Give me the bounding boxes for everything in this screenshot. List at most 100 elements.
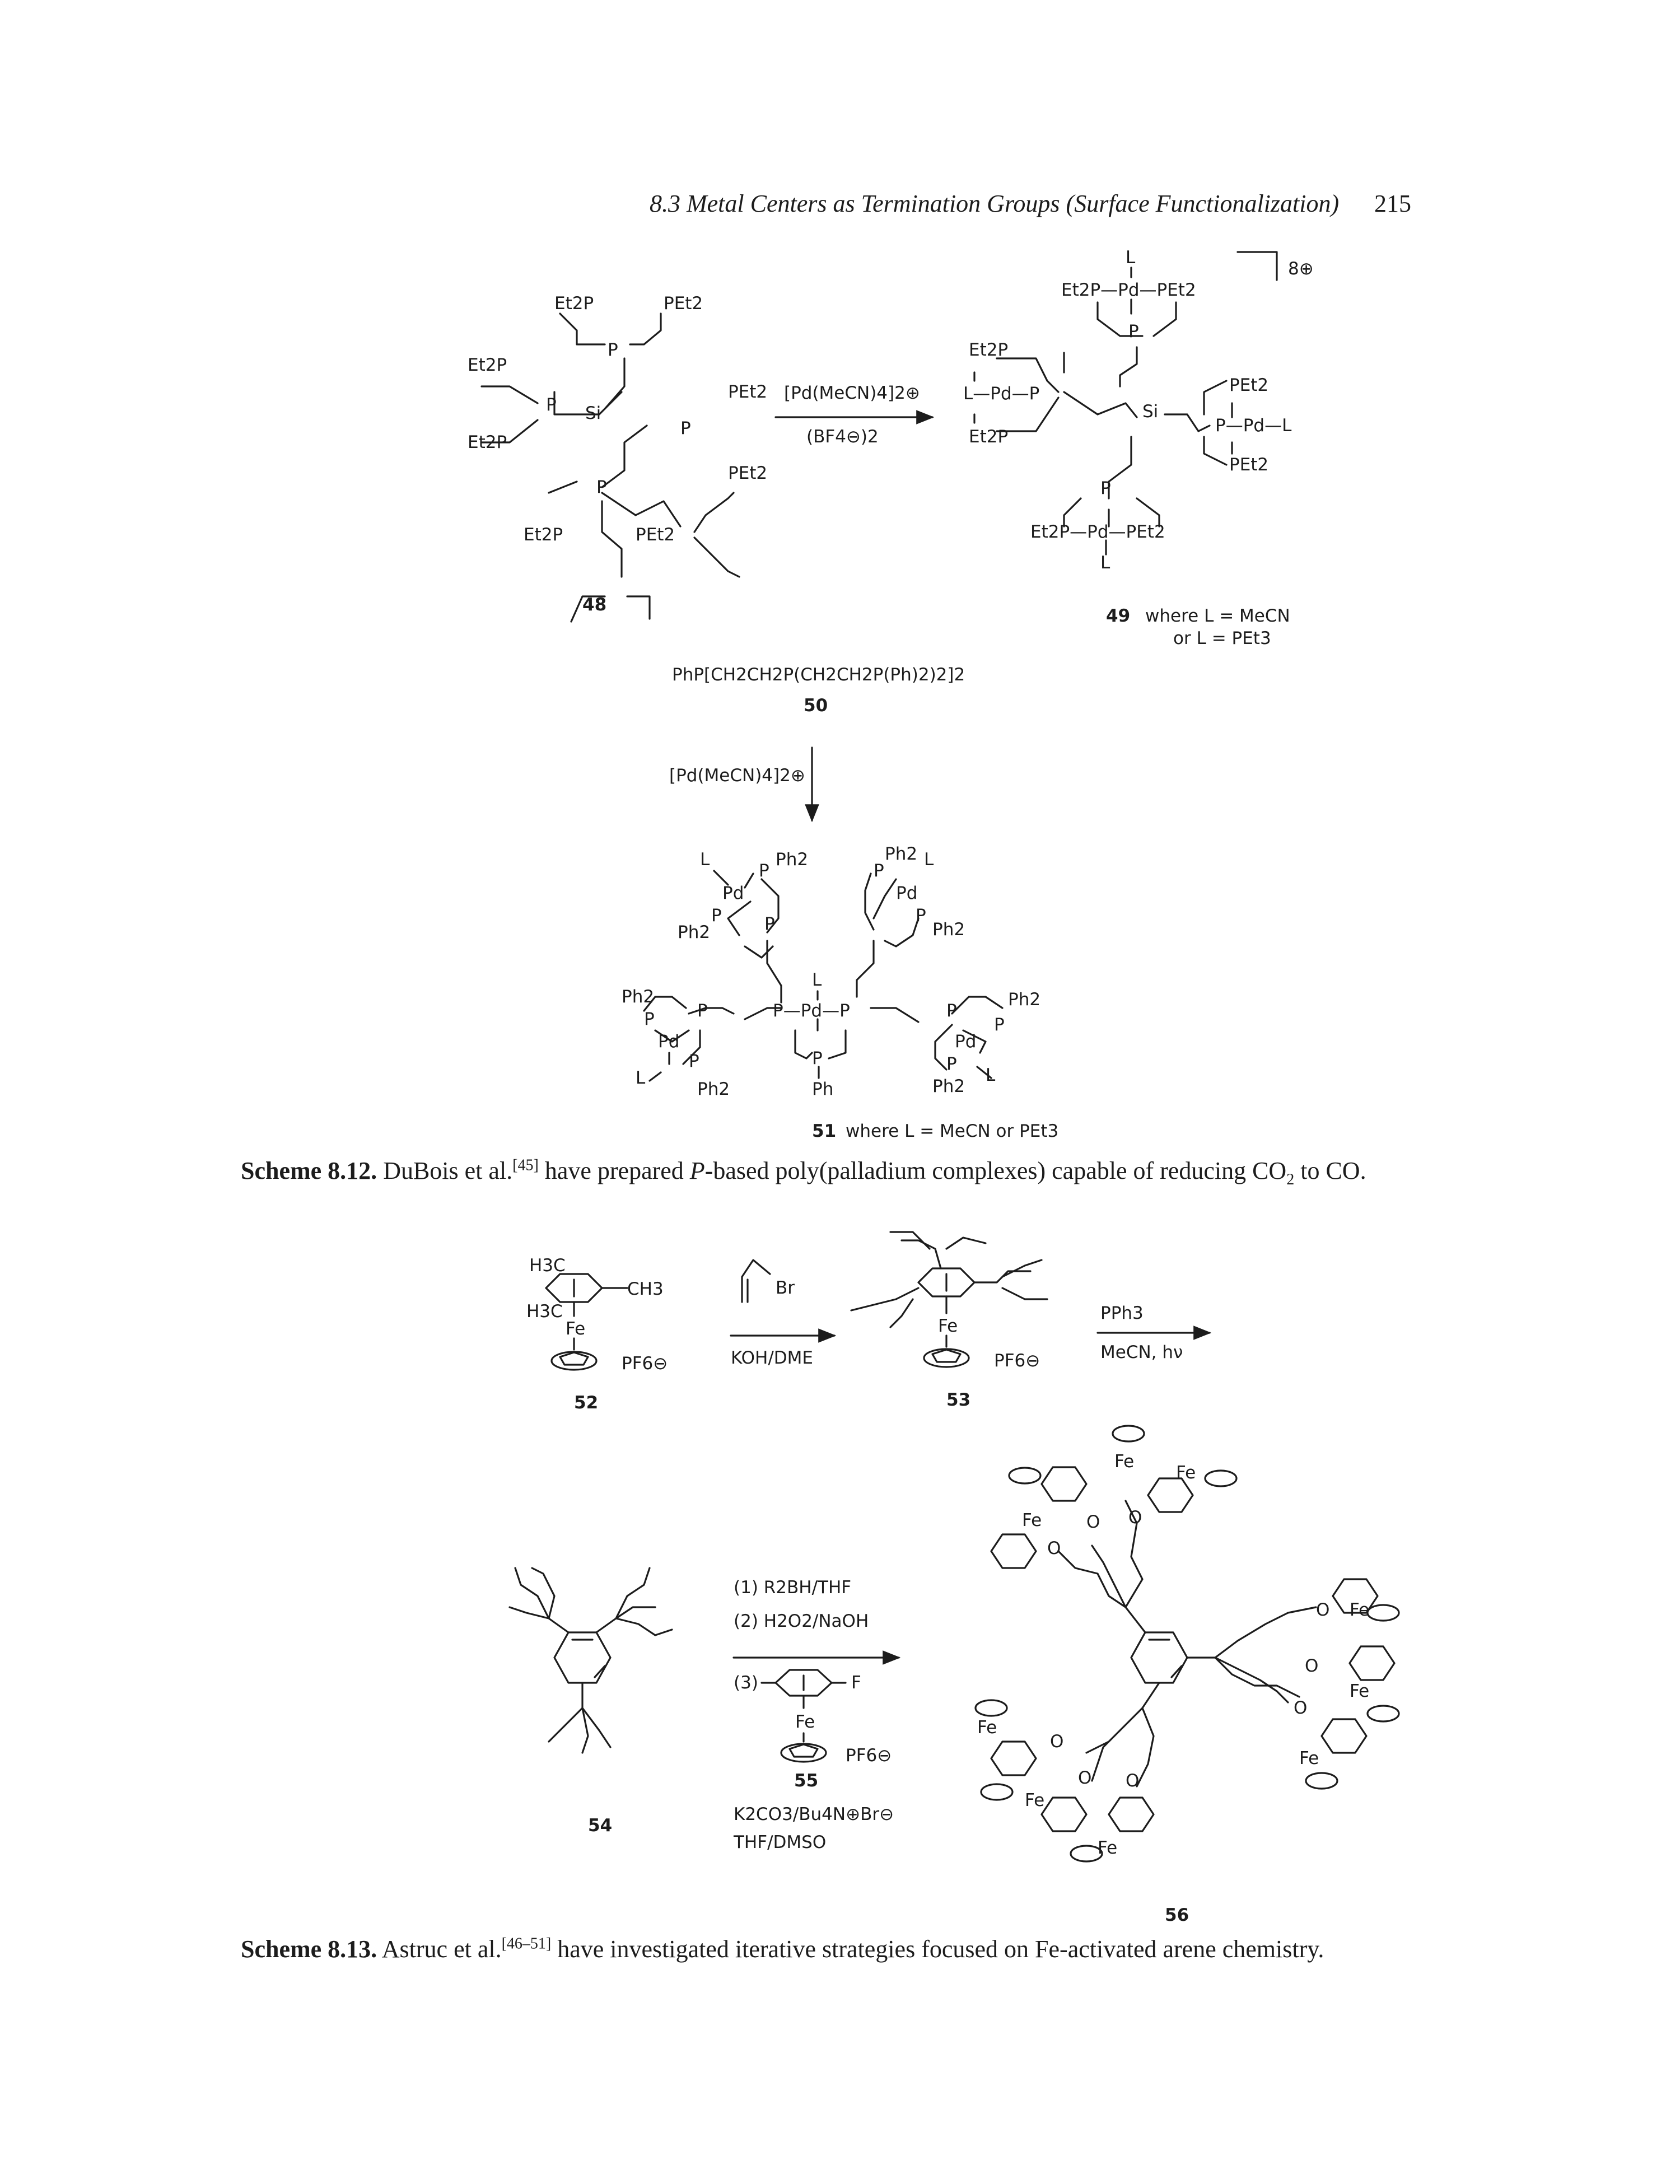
label: Ph2 bbox=[622, 987, 654, 1007]
reagent-label: (2) H2O2/NaOH bbox=[734, 1611, 869, 1631]
label: L bbox=[700, 850, 710, 870]
label: PEt2 bbox=[1229, 375, 1268, 395]
label: P bbox=[1128, 321, 1139, 342]
compound-54: 54 bbox=[508, 1567, 673, 1836]
compound-number: 48 bbox=[582, 595, 606, 615]
reaction-arrow-1: Br KOH/DME bbox=[730, 1259, 837, 1368]
caption-label: Scheme 8.12. bbox=[241, 1157, 377, 1184]
label: O bbox=[1294, 1698, 1307, 1718]
label: PEt2 bbox=[1229, 455, 1268, 475]
label: P bbox=[644, 1009, 655, 1029]
compound-56: Fe Fe Fe Fe Fe Fe Fe Fe Fe O O O O O O O… bbox=[974, 1425, 1400, 1925]
reagent-label: F bbox=[851, 1673, 861, 1693]
label: P bbox=[994, 1015, 1005, 1035]
formula: PhP[CH2CH2P(CH2CH2P(Ph)2)2]2 bbox=[672, 665, 965, 685]
label: L bbox=[1100, 553, 1110, 573]
label: Si bbox=[1142, 402, 1158, 422]
reagent-label: (1) R2BH/THF bbox=[734, 1578, 851, 1598]
reagent-label: (3) bbox=[734, 1673, 758, 1693]
label: Fe bbox=[977, 1718, 997, 1738]
label: O bbox=[1050, 1732, 1063, 1752]
reaction-arrow-1: [Pd(MeCN)4]2⊕ (BF4⊖)2 bbox=[774, 383, 935, 447]
caption-text: have prepared bbox=[538, 1157, 690, 1184]
label: Ph bbox=[812, 1079, 833, 1099]
label: PF6⊖ bbox=[622, 1354, 668, 1374]
compound-50: PhP[CH2CH2P(CH2CH2P(Ph)2)2]2 50 bbox=[672, 665, 965, 716]
label: O bbox=[1047, 1538, 1061, 1558]
label: P bbox=[689, 1051, 699, 1071]
reagent-label: Fe bbox=[795, 1712, 815, 1732]
reagent-label: Br bbox=[776, 1278, 795, 1298]
label: Fe bbox=[1025, 1790, 1044, 1810]
label: Ph2 bbox=[678, 922, 710, 942]
label: PEt2 bbox=[664, 293, 703, 314]
caption-scheme-8-12: Scheme 8.12. DuBois et al.[45] have prep… bbox=[241, 1156, 1473, 1188]
label: L—Pd—P bbox=[963, 384, 1039, 404]
label: Fe bbox=[566, 1319, 585, 1339]
charge: 8⊕ bbox=[1288, 259, 1314, 279]
label: O bbox=[1316, 1600, 1329, 1620]
caption-italic: P bbox=[689, 1157, 705, 1184]
label: L bbox=[1126, 248, 1136, 268]
label: Ph2 bbox=[776, 850, 808, 870]
label: L bbox=[636, 1068, 646, 1088]
label: Fe bbox=[1350, 1681, 1369, 1701]
label: Et2P—Pd—PEt2 bbox=[1061, 280, 1196, 300]
label: P bbox=[1100, 478, 1111, 498]
label: P bbox=[812, 1048, 823, 1068]
label: P bbox=[946, 1001, 957, 1021]
caption-subscript: 2 bbox=[1286, 1170, 1295, 1188]
caption-text: -based poly(palladium complexes) capable… bbox=[704, 1157, 1287, 1184]
compound-number: 52 bbox=[574, 1393, 598, 1413]
caption-text: to CO. bbox=[1294, 1157, 1366, 1184]
running-title: 8.3 Metal Centers as Termination Groups … bbox=[650, 190, 1340, 217]
reaction-arrow-3: (1) R2BH/THF (2) H2O2/NaOH (3) F Fe PF6⊖… bbox=[732, 1578, 901, 1852]
compound-number: 56 bbox=[1165, 1905, 1189, 1925]
label: P—Pd—L bbox=[1215, 416, 1292, 436]
label: Et2P bbox=[969, 427, 1008, 447]
compound-49: 8⊕ L Et2P—Pd—PEt2 P Et2P L—Pd—P Et2P Si … bbox=[963, 248, 1314, 648]
atom: P bbox=[546, 395, 557, 415]
page-number: 215 bbox=[1374, 190, 1411, 217]
caption-author: Astruc et al. bbox=[381, 1935, 502, 1963]
compound-number: 50 bbox=[804, 696, 828, 716]
compound-53: Fe PF6⊖ 53 bbox=[850, 1231, 1048, 1410]
label: Ph2 bbox=[697, 1079, 730, 1099]
label: CH3 bbox=[627, 1279, 664, 1299]
reagent-label: [Pd(MeCN)4]2⊕ bbox=[669, 766, 805, 786]
label: O bbox=[1078, 1768, 1091, 1788]
label: L bbox=[924, 850, 934, 870]
label: Et2P—Pd—PEt2 bbox=[1030, 522, 1165, 542]
label: Fe bbox=[1299, 1748, 1319, 1768]
label: Pd bbox=[722, 883, 744, 903]
caption-scheme-8-13: Scheme 8.13. Astruc et al.[46–51] have i… bbox=[241, 1935, 1473, 1964]
label: PEt2 bbox=[728, 382, 767, 402]
running-header: 8.3 Metal Centers as Termination Groups … bbox=[650, 189, 1411, 218]
label: P bbox=[697, 1001, 708, 1021]
label: Fe bbox=[1350, 1600, 1369, 1620]
label: O bbox=[1128, 1508, 1142, 1528]
label: H3C bbox=[529, 1256, 566, 1276]
label: L bbox=[986, 1065, 996, 1085]
label: P bbox=[874, 861, 884, 881]
compound-number: 55 bbox=[794, 1771, 818, 1791]
reagent-label: KOH/DME bbox=[731, 1348, 813, 1368]
label: O bbox=[1086, 1512, 1100, 1532]
caption-text: have investigated iterative strategies f… bbox=[551, 1935, 1324, 1963]
reagent-label: THF/DMSO bbox=[733, 1832, 826, 1852]
compound-48: Et2P PEt2 Et2P Et2P PEt2 PEt2 Et2P PEt2 … bbox=[468, 293, 767, 623]
legend: where L = MeCN or PEt3 bbox=[846, 1121, 1058, 1141]
label: Fe bbox=[1022, 1510, 1042, 1530]
label: Pd bbox=[658, 1032, 679, 1052]
label: O bbox=[1305, 1656, 1318, 1676]
reagent-label: MeCN, hν bbox=[1100, 1342, 1183, 1362]
compound-number: 51 bbox=[812, 1121, 836, 1141]
atom: P bbox=[596, 477, 607, 497]
legend: or L = PEt3 bbox=[1173, 628, 1271, 648]
label: P bbox=[764, 914, 775, 934]
atom: Si bbox=[585, 403, 601, 423]
label: PEt2 bbox=[728, 463, 767, 483]
reagent-label: (BF4⊖)2 bbox=[806, 427, 879, 447]
caption-reference: [46–51] bbox=[501, 1935, 552, 1953]
reagent-label: [Pd(MeCN)4]2⊕ bbox=[784, 383, 920, 403]
